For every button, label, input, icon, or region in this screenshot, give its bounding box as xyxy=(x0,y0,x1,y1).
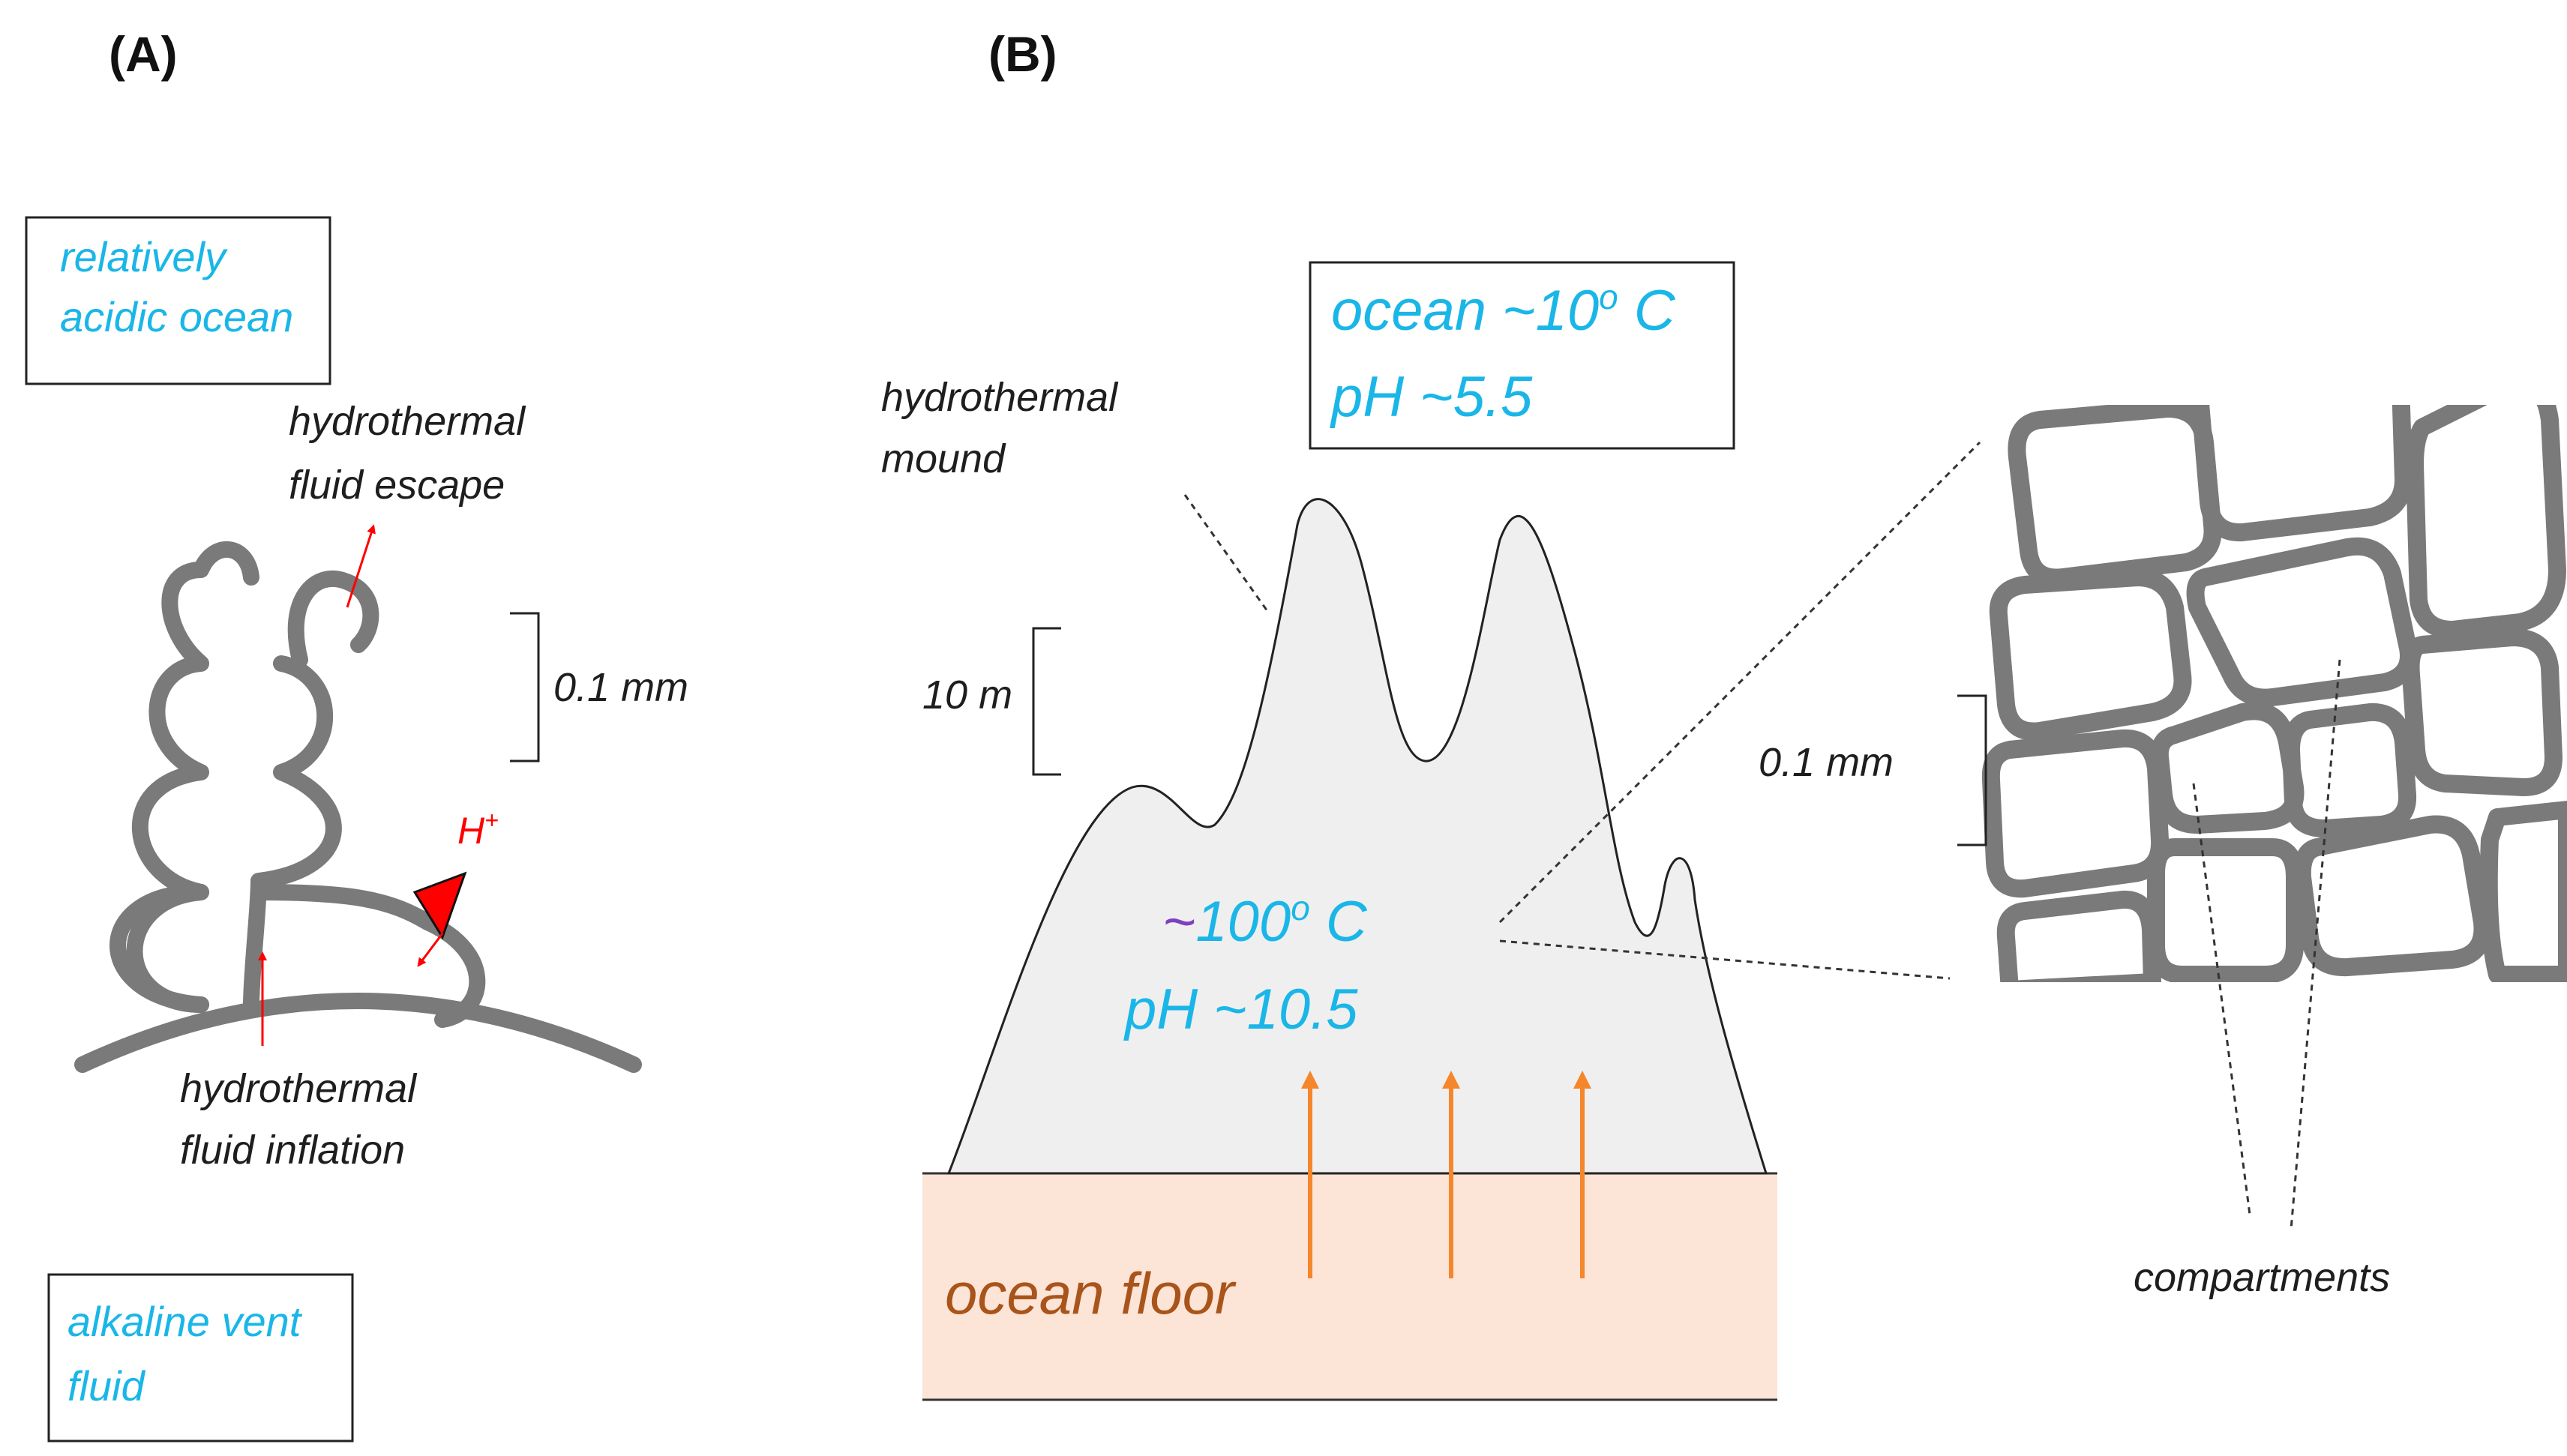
panel-a-label: (A) xyxy=(109,26,178,82)
acidic-ocean-box xyxy=(25,216,331,385)
panel-b: ocean floor ~100o C pH ~10.5 ocean ~10o … xyxy=(881,261,2567,1401)
fluid-inflation-line2: fluid inflation xyxy=(180,1128,405,1173)
proton-charge: + xyxy=(484,807,499,834)
compartment-leader-1 xyxy=(2192,783,2251,1215)
scale-label-10m: 10 m xyxy=(922,673,1012,718)
interior-temp-unit: C xyxy=(1310,890,1368,954)
fluid-inflation-line1: hydrothermal xyxy=(180,1066,418,1111)
budding-compartments xyxy=(74,541,642,1073)
interior-temp-sup: o xyxy=(1291,888,1310,927)
ocean-temp-unit: C xyxy=(1618,279,1676,343)
mound-leader-line xyxy=(1183,494,1269,612)
ocean-conditions-box xyxy=(1309,261,1735,450)
proton-arrow xyxy=(417,933,444,967)
acidic-ocean-line2: acidic ocean xyxy=(60,293,293,340)
acidic-ocean-line1: relatively xyxy=(60,233,228,280)
interior-tilde: ~ xyxy=(1162,890,1195,954)
compartments-label: compartments xyxy=(2134,1255,2390,1300)
fluid-escape-line1: hydrothermal xyxy=(289,399,526,444)
scale-label-mm: 0.1 mm xyxy=(1759,740,1894,785)
ocean-temp-sup: o xyxy=(1599,277,1618,316)
compartment-leader-2 xyxy=(2290,659,2341,1230)
proton-label: H+ xyxy=(457,807,499,852)
panel-a: relatively acidic ocean hydrothermal flu… xyxy=(25,216,688,1443)
mound-label-line1: hydrothermal xyxy=(881,375,1119,420)
alkaline-vent-line2: fluid xyxy=(67,1362,146,1410)
ocean-temp-main: ocean ~10 xyxy=(1331,279,1599,343)
interior-temp-value: 100 xyxy=(1195,890,1291,954)
panel-b-label: (B) xyxy=(988,26,1057,82)
alkaline-vent-box xyxy=(47,1273,354,1443)
interior-temp: ~100o C xyxy=(1162,888,1368,954)
proton-symbol: H xyxy=(457,810,485,852)
fluid-escape-line2: fluid escape xyxy=(289,463,505,508)
zoom-line-lower xyxy=(1499,939,1951,980)
zoom-line-upper xyxy=(1498,441,1981,924)
ocean-ph: pH ~5.5 xyxy=(1330,365,1533,429)
compartment-network xyxy=(1981,405,2567,982)
ocean-floor xyxy=(922,1173,1777,1400)
hydrothermal-mound xyxy=(946,498,1768,1175)
mound-label-line2: mound xyxy=(881,436,1006,481)
scale-bar-a xyxy=(510,612,540,762)
ocean-temp: ocean ~10o C xyxy=(1331,277,1676,343)
escape-arrow xyxy=(346,524,376,608)
ocean-floor-label: ocean floor xyxy=(945,1260,1237,1326)
interior-ph: pH ~10.5 xyxy=(1123,978,1358,1041)
proton-channel-icon xyxy=(412,871,467,940)
scale-bar-mm xyxy=(1957,694,1987,846)
scale-label-a: 0.1 mm xyxy=(553,665,688,710)
scale-bar-10m xyxy=(1032,627,1061,776)
alkaline-vent-line1: alkaline vent xyxy=(67,1298,303,1345)
